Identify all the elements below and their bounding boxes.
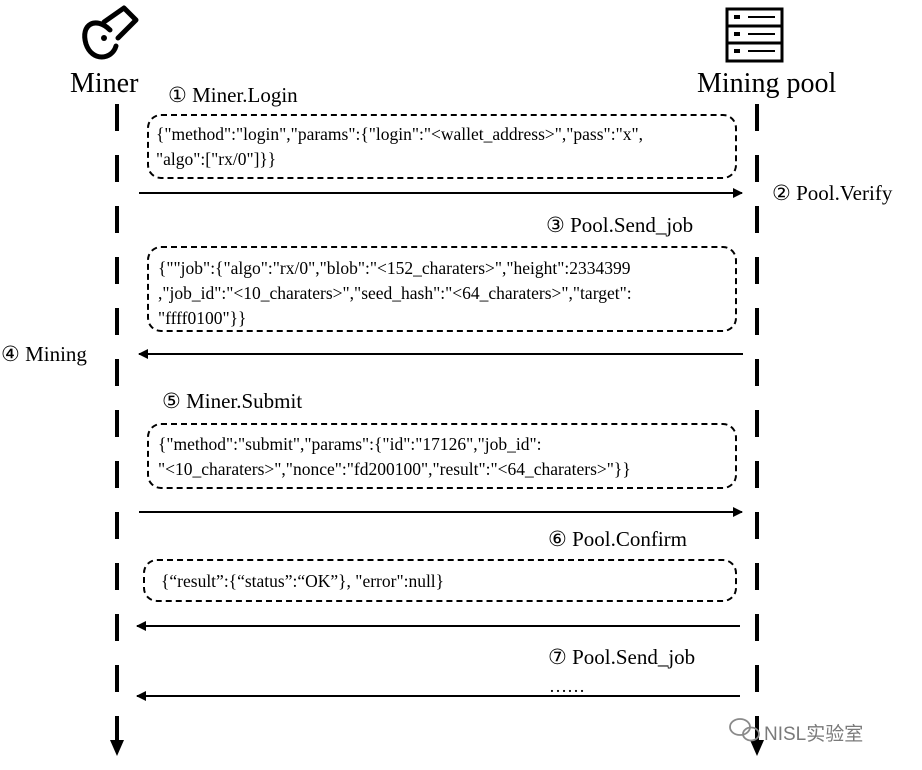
job-message-box: {""job":{"algo":"rx/0","blob":"<152_char… [147,246,737,332]
miner-lifeline-arrowhead [110,740,124,756]
confirm-message-line-1: {“result”:{“status”:“OK”}, "error":null} [161,571,445,591]
step-miner-login: ① Miner.Login [168,83,298,107]
step-pool-send-job: ③ Pool.Send_job [546,213,694,237]
miner-pickaxe-icon [82,5,139,60]
pool-actor-label: Mining pool [697,68,837,99]
step-pool-confirm: ⑥ Pool.Confirm [548,527,688,551]
watermark-text: NISL实验室 [764,724,864,745]
login-message-line-2: "algo":["rx/0"]}} [156,149,277,169]
miner-actor-label: Miner [70,68,139,99]
submit-message-line-1: {"method":"submit","params":{"id":"17126… [158,434,542,454]
continuation-ellipsis: …… [549,676,585,696]
submit-message-line-2: "<10_charaters>","nonce":"fd200100","res… [158,459,631,479]
job-message-line-3: "ffff0100"}} [158,308,247,328]
confirm-message-box: {“result”:{“status”:“OK”}, "error":null} [143,559,737,602]
pool-lifeline-arrowhead [750,740,764,756]
step-pool-verify: ② Pool.Verify [772,181,893,205]
step-mining: ④ Mining [1,342,87,366]
step-pool-send-job-2: ⑦ Pool.Send_job [548,645,696,669]
step-miner-submit: ⑤ Miner.Submit [162,389,303,413]
job-message-line-1: {""job":{"algo":"rx/0","blob":"<152_char… [158,258,631,278]
submit-message-box: {"method":"submit","params":{"id":"17126… [147,423,737,489]
job-message-line-2: ,"job_id":"<10_charaters>","seed_hash":"… [158,283,632,303]
wechat-icon [729,718,760,742]
login-message-box: {"method":"login","params":{"login":"<wa… [147,114,737,179]
login-message-line-1: {"method":"login","params":{"login":"<wa… [156,124,643,144]
server-rack-icon [725,7,784,63]
